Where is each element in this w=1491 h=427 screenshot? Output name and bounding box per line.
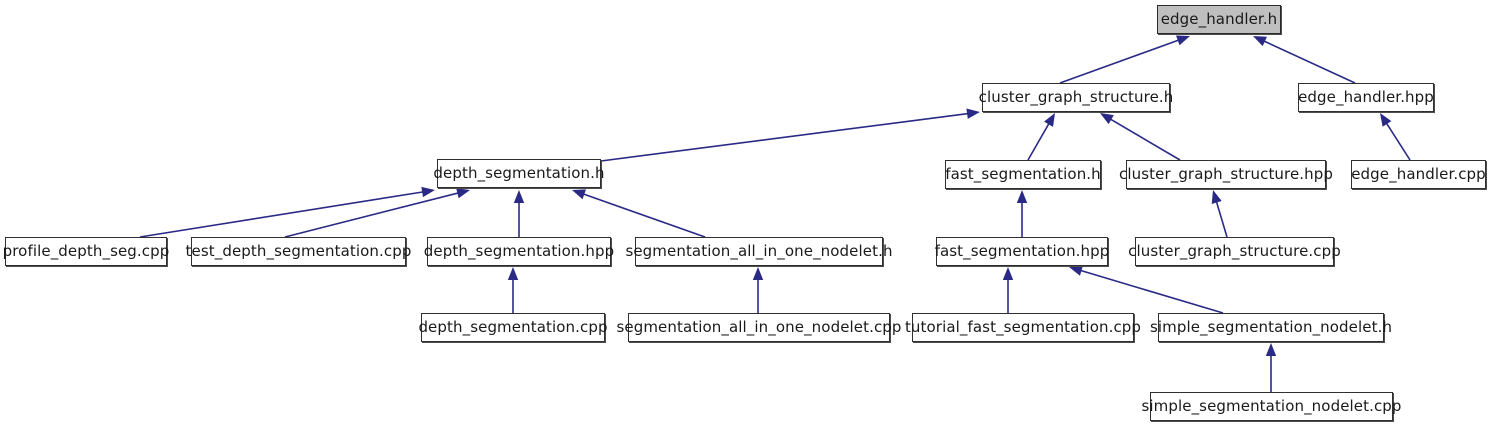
graph-node-label: edge_handler.hpp (1298, 88, 1434, 106)
graph-edge-profile_depth_seg_cpp-to-depth_segmentation_h (139, 186, 435, 238)
edge-arrowhead-icon (1253, 36, 1267, 47)
edge-arrowhead-icon (1100, 113, 1114, 125)
graph-node-label: edge_handler.h (1160, 10, 1278, 28)
graph-node-segmentation_all_in_one_nodelet_cpp[interactable]: segmentation_all_in_one_nodelet.cpp (616, 313, 901, 342)
graph-node-edge_handler_cpp[interactable]: edge_handler.cpp (1351, 160, 1486, 189)
graph-node-test_depth_segmentation_cpp[interactable]: test_depth_segmentation.cpp (186, 237, 411, 266)
graph-node-label: fast_segmentation.hpp (934, 242, 1110, 260)
graph-node-label: profile_depth_seg.cpp (2, 242, 170, 260)
edge-arrowhead-icon (1176, 35, 1190, 46)
edge-arrowhead-icon (1211, 190, 1222, 204)
graph-edge-simple_segmentation_nodelet_h-to-fast_segmentation_hpp (1069, 265, 1224, 314)
graph-edge-cluster_graph_structure_h-to-edge_handler_h (1059, 35, 1190, 84)
graph-node-cluster_graph_structure_cpp[interactable]: cluster_graph_structure.cpp (1128, 237, 1341, 266)
graph-node-edge_handler_hpp[interactable]: edge_handler.hpp (1298, 83, 1434, 112)
graph-node-cluster_graph_structure_hpp[interactable]: cluster_graph_structure.hpp (1119, 160, 1333, 189)
graph-edge-fast_segmentation_h-to-cluster_graph_structure_h (1027, 113, 1055, 161)
graph-node-label: edge_handler.cpp (1351, 165, 1486, 183)
graph-node-label: simple_segmentation_nodelet.cpp (1141, 397, 1402, 415)
edge-line (1027, 122, 1051, 161)
edge-arrowhead-icon (1002, 267, 1014, 280)
edge-arrowhead-icon (456, 188, 470, 199)
edge-line (1079, 269, 1224, 314)
graph-node-label: cluster_graph_structure.h (978, 88, 1174, 106)
graph-node-label: segmentation_all_in_one_nodelet.cpp (616, 318, 902, 336)
graph-node-depth_segmentation_h[interactable]: depth_segmentation.h (433, 159, 604, 188)
edge-arrowhead-icon (1016, 190, 1028, 203)
edge-line (1109, 117, 1181, 161)
graph-edge-segmentation_all_in_one_nodelet_h-to-depth_segmentation_h (572, 189, 706, 238)
graph-node-edge_handler_h[interactable]: edge_handler.h (1157, 5, 1281, 34)
graph-node-label: tutorial_fast_segmentation.cpp (904, 318, 1142, 336)
edge-line (582, 192, 706, 238)
edge-arrowhead-icon (752, 267, 764, 280)
graph-node-label: test_depth_segmentation.cpp (185, 242, 412, 260)
graph-node-fast_segmentation_hpp[interactable]: fast_segmentation.hpp (935, 237, 1109, 266)
graph-edge-edge_handler_hpp-to-edge_handler_h (1253, 36, 1356, 84)
graph-node-depth_segmentation_hpp[interactable]: depth_segmentation.hpp (424, 237, 614, 266)
graph-edge-test_depth_segmentation_cpp-to-depth_segmentation_h (284, 188, 470, 238)
graph-edge-tutorial_fast_segmentation_cpp-to-fast_segmentation_hpp (1002, 267, 1014, 313)
graph-edge-depth_segmentation_cpp-to-depth_segmentation_hpp (507, 267, 519, 313)
edge-arrowhead-icon (572, 189, 586, 200)
graph-node-label: cluster_graph_structure.cpp (1128, 242, 1341, 260)
edge-arrowhead-icon (966, 108, 980, 119)
graph-node-label: segmentation_all_in_one_nodelet.h (625, 242, 893, 260)
graph-node-depth_segmentation_cpp[interactable]: depth_segmentation.cpp (418, 313, 607, 342)
graph-node-label: fast_segmentation.h (945, 165, 1101, 183)
edge-arrowhead-icon (1380, 113, 1392, 127)
graph-node-label: simple_segmentation_nodelet.h (1149, 318, 1393, 336)
edge-arrowhead-icon (421, 186, 435, 198)
edge-arrowhead-icon (507, 267, 519, 280)
graph-edge-cluster_graph_structure_cpp-to-cluster_graph_structure_hpp (1211, 190, 1228, 238)
graph-node-simple_segmentation_nodelet_cpp[interactable]: simple_segmentation_nodelet.cpp (1141, 392, 1401, 421)
graph-node-simple_segmentation_nodelet_h[interactable]: simple_segmentation_nodelet.h (1150, 313, 1392, 342)
graph-edge-fast_segmentation_hpp-to-fast_segmentation_h (1016, 190, 1028, 237)
graph-edge-depth_segmentation_hpp-to-depth_segmentation_h (513, 190, 525, 237)
graph-edge-simple_segmentation_nodelet_cpp-to-simple_segmentation_nodelet_h (1265, 343, 1277, 392)
graph-node-label: depth_segmentation.cpp (418, 318, 608, 336)
edge-arrowhead-icon (1069, 265, 1083, 276)
edge-line (1215, 200, 1228, 238)
graph-edge-edge_handler_cpp-to-edge_handler_hpp (1380, 113, 1411, 161)
graph-node-label: depth_segmentation.hpp (423, 242, 615, 260)
graph-node-tutorial_fast_segmentation_cpp[interactable]: tutorial_fast_segmentation.cpp (905, 313, 1141, 342)
edge-arrowhead-icon (513, 190, 525, 203)
graph-node-label: cluster_graph_structure.hpp (1119, 165, 1334, 183)
graph-edge-cluster_graph_structure_hpp-to-cluster_graph_structure_h (1100, 113, 1181, 161)
edge-line (1385, 121, 1411, 161)
edge-arrowhead-icon (1265, 343, 1277, 356)
graph-node-segmentation_all_in_one_nodelet_h[interactable]: segmentation_all_in_one_nodelet.h (625, 237, 892, 266)
graph-node-profile_depth_seg_cpp[interactable]: profile_depth_seg.cpp (3, 237, 169, 266)
edge-line (284, 191, 460, 238)
graph-node-label: depth_segmentation.h (433, 164, 605, 182)
graph-edge-depth_segmentation_h-to-cluster_graph_structure_h (600, 108, 980, 162)
graph-node-fast_segmentation_h[interactable]: fast_segmentation.h (945, 160, 1101, 189)
graph-node-cluster_graph_structure_h[interactable]: cluster_graph_structure.h (979, 83, 1173, 112)
graph-edge-segmentation_all_in_one_nodelet_cpp-to-segmentation_all_in_one_nodelet_h (752, 267, 764, 313)
edge-line (139, 190, 425, 238)
edge-line (1059, 38, 1180, 84)
edge-arrowhead-icon (1044, 113, 1055, 127)
edge-line (1262, 39, 1356, 84)
edge-line (600, 112, 970, 162)
